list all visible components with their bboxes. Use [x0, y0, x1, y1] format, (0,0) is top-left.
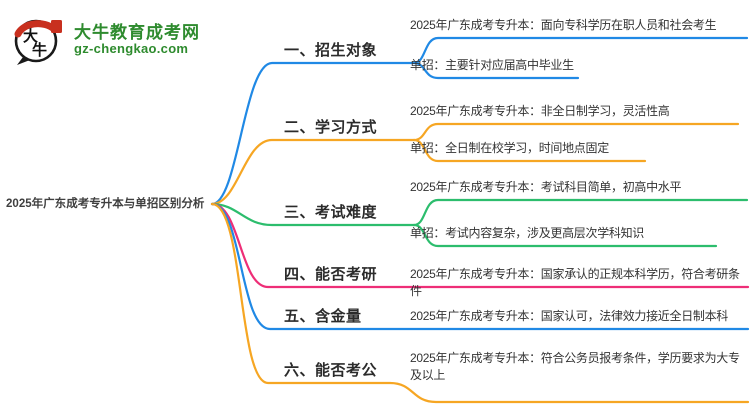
- leaf-6-1: 2025年广东成考专升本：符合公务员报考条件，学历要求为大专及以上: [410, 351, 740, 382]
- branch-label-3: 三、考试难度: [284, 204, 378, 221]
- main-topic: 2025年广东成考专升本与单招区别分析: [6, 196, 205, 210]
- leaf-1-2: 单招：主要针对应届高中毕业生: [410, 58, 574, 72]
- leaf-1-1: 2025年广东成考专升本：面向专科学历在职人员和社会考生: [410, 18, 717, 32]
- site-logo: 大 牛 大牛教育成考网 gz-chengkao.com: [10, 14, 200, 66]
- branch2-stem: [210, 138, 416, 206]
- leaf-4-1: 2025年广东成考专升本：国家承认的正规本科学历，符合考研条件: [410, 267, 740, 298]
- branch2-fork-top: [412, 122, 740, 142]
- branch-label-5: 五、含金量: [284, 308, 362, 325]
- branch3-stem: [210, 202, 416, 227]
- daniu-logo-icon: 大 牛: [14, 19, 62, 65]
- branch-label-6: 六、能否考公: [284, 362, 378, 379]
- branch-label-1: 一、招生对象: [284, 42, 378, 59]
- leaf-5-1: 2025年广东成考专升本：国家认可，法律效力接近全日制本科: [410, 309, 728, 323]
- branch-label-2: 二、学习方式: [284, 119, 378, 136]
- logo-red-seal: [51, 20, 62, 33]
- logo-char-bottom: 牛: [32, 41, 47, 59]
- branch6-line: [210, 202, 750, 404]
- site-name: 大牛教育成考网: [74, 22, 200, 42]
- branch1-stem: [210, 61, 416, 206]
- branch1-fork-top: [412, 36, 749, 65]
- leaf-2-1: 2025年广东成考专升本：非全日制学习，灵活性高: [410, 104, 670, 118]
- branch3-fork-bottom: [412, 223, 718, 248]
- branch2-fork-bottom: [412, 138, 647, 163]
- branch1-fork-bottom: [412, 61, 580, 80]
- site-domain: gz-chengkao.com: [74, 41, 189, 57]
- leaf-3-1: 2025年广东成考专升本：考试科目简单，初高中水平: [410, 180, 682, 194]
- leaf-3-2: 单招：考试内容复杂，涉及更高层次学科知识: [410, 226, 645, 240]
- branch-label-4: 四、能否考研: [284, 266, 378, 283]
- leaf-2-2: 单招：全日制在校学习，时间地点固定: [410, 141, 609, 155]
- branch3-fork-top: [412, 198, 749, 227]
- logo-red-arc: [14, 20, 58, 38]
- logo-char-top: 大: [23, 27, 38, 45]
